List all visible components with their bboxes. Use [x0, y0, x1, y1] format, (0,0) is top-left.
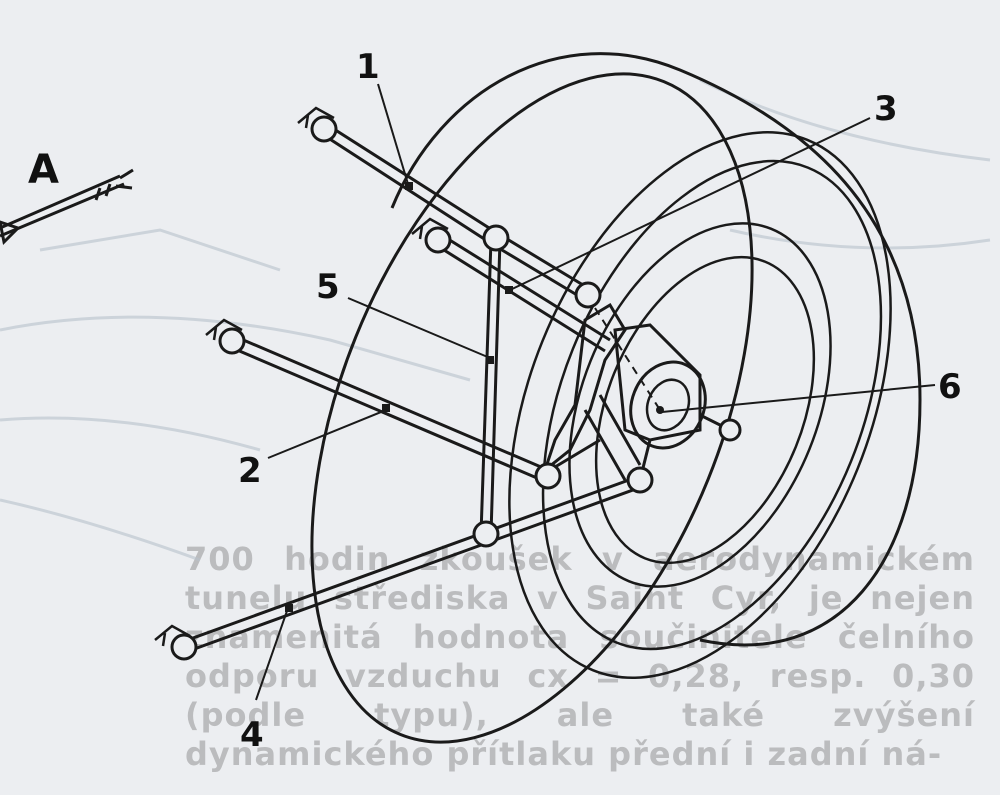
mount-link-3 [411, 217, 449, 240]
callout-5: 5 [316, 267, 340, 307]
rim-inner [594, 255, 816, 565]
tire-inner-ring [508, 131, 892, 679]
link-2-lower-front [229, 334, 549, 483]
faded-background-car-sketch [0, 78, 991, 562]
lower-upright-arm [583, 394, 642, 481]
leader-4 [255, 607, 289, 701]
joint-upright-top [574, 281, 602, 309]
tire-inner-ring-2 [541, 159, 883, 651]
mount-link-1 [297, 106, 335, 129]
callout-labels: 1 3 5 6 2 4 [238, 47, 962, 755]
adjuster-link-3 [505, 286, 513, 294]
wheel [310, 52, 922, 744]
mount-link-4 [154, 624, 191, 647]
adjuster-link-5 [486, 356, 494, 364]
link-3-upper-trailing [435, 232, 611, 353]
chassis-mounts [154, 106, 449, 647]
links [181, 122, 731, 654]
adjuster-link-4 [285, 604, 293, 612]
upright-body [541, 302, 627, 475]
leader-2 [267, 409, 387, 459]
joint-link-2-outer [534, 462, 562, 490]
joint-link-4-outer [626, 466, 654, 494]
ball-joints [170, 115, 742, 661]
hub-assembly [541, 302, 707, 481]
callout-4: 4 [240, 715, 264, 755]
arrow-fletching-icon [94, 168, 134, 201]
hub-housing [613, 323, 702, 442]
axle-centerline [594, 307, 661, 411]
background-faded-text: 700 hodin zkoušek v aerodynamickém tunel… [185, 540, 975, 773]
leader-6 [661, 384, 936, 413]
leader-1 [377, 83, 409, 185]
callout-3: 3 [874, 89, 898, 129]
rim-outer [568, 222, 832, 588]
tire-tread-back [390, 52, 922, 647]
leaders [255, 83, 936, 701]
callout-1: 1 [356, 47, 380, 87]
mount-link-2 [205, 318, 243, 341]
joint-link-4-inner [170, 633, 198, 661]
link-4-lower-rear [181, 474, 645, 654]
direction-arrow: A [0, 147, 134, 246]
callout-2: 2 [238, 451, 262, 491]
leader-5 [347, 297, 491, 359]
hub-face-outer [629, 360, 707, 450]
link-5-vertical [479, 239, 502, 535]
joint-hub-side [718, 418, 742, 442]
callout-6: 6 [938, 367, 962, 407]
link-1b-upper-rear [491, 231, 589, 300]
direction-label: A [28, 147, 59, 193]
adjuster-link-1 [405, 182, 413, 190]
arrow-head-icon [0, 220, 21, 246]
adjuster-link-2 [382, 404, 390, 412]
leader-3 [509, 117, 871, 291]
joint-lower-node [472, 520, 500, 548]
tire-outer-sidewall [310, 72, 754, 744]
hub-face-inner [645, 378, 691, 432]
joint-link-2-inner [218, 327, 246, 355]
joint-upper-node [482, 224, 510, 252]
joint-link-1-inner [310, 115, 338, 143]
joint-link-3-inner [424, 226, 452, 254]
